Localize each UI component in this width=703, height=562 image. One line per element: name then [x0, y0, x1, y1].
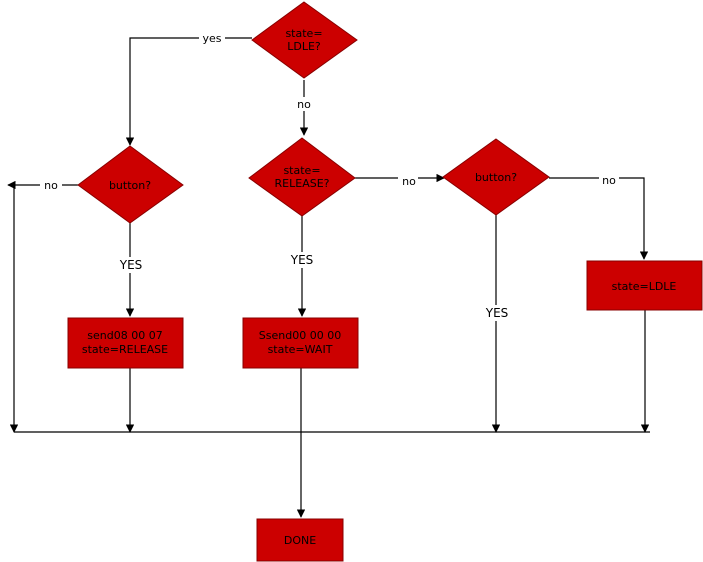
- decision-button-right: button?: [442, 138, 550, 216]
- process-send-wait-line1: Ssend00 00 00: [259, 329, 341, 342]
- process-send-wait-line2: state=WAIT: [268, 343, 333, 356]
- process-done: DONE: [256, 518, 344, 562]
- process-send-wait: Ssend00 00 00 state=WAIT: [242, 317, 359, 369]
- decision-state-release-line2: RELEASE?: [275, 177, 330, 190]
- edge-label-release-no: no: [402, 175, 416, 188]
- decision-button-right-line1: button?: [475, 171, 517, 184]
- process-send-release-line2: state=RELEASE: [82, 343, 168, 356]
- edge-label-right-no: no: [602, 174, 616, 187]
- edge-label-release-yes: YES: [290, 253, 314, 267]
- decision-state-idle-line1: state=: [285, 27, 322, 40]
- decision-state-idle: state= LDLE?: [251, 1, 358, 79]
- decision-state-release: state= RELEASE?: [248, 137, 356, 217]
- decision-button-left-line1: button?: [109, 179, 151, 192]
- edge-label-idle-no: no: [297, 98, 311, 111]
- decision-state-idle-line2: LDLE?: [287, 40, 321, 53]
- edge-right-button-no: [549, 177, 649, 260]
- process-state-idle: state=LDLE: [586, 260, 703, 311]
- edge-label-idle-yes: yes: [202, 32, 221, 45]
- edge-label-right-yes: YES: [485, 306, 509, 320]
- decision-state-release-line1: state=: [283, 164, 320, 177]
- edge-label-left-yes: YES: [119, 258, 143, 272]
- process-state-idle-line1: state=LDLE: [612, 280, 677, 293]
- edge-idle-yes: [125, 37, 252, 146]
- process-send-release-line1: send08 00 07: [87, 329, 162, 342]
- process-send-release: send08 00 07 state=RELEASE: [67, 317, 184, 369]
- decision-button-left: button?: [77, 145, 184, 224]
- edge-label-left-no: no: [44, 179, 58, 192]
- process-done-line1: DONE: [284, 534, 316, 547]
